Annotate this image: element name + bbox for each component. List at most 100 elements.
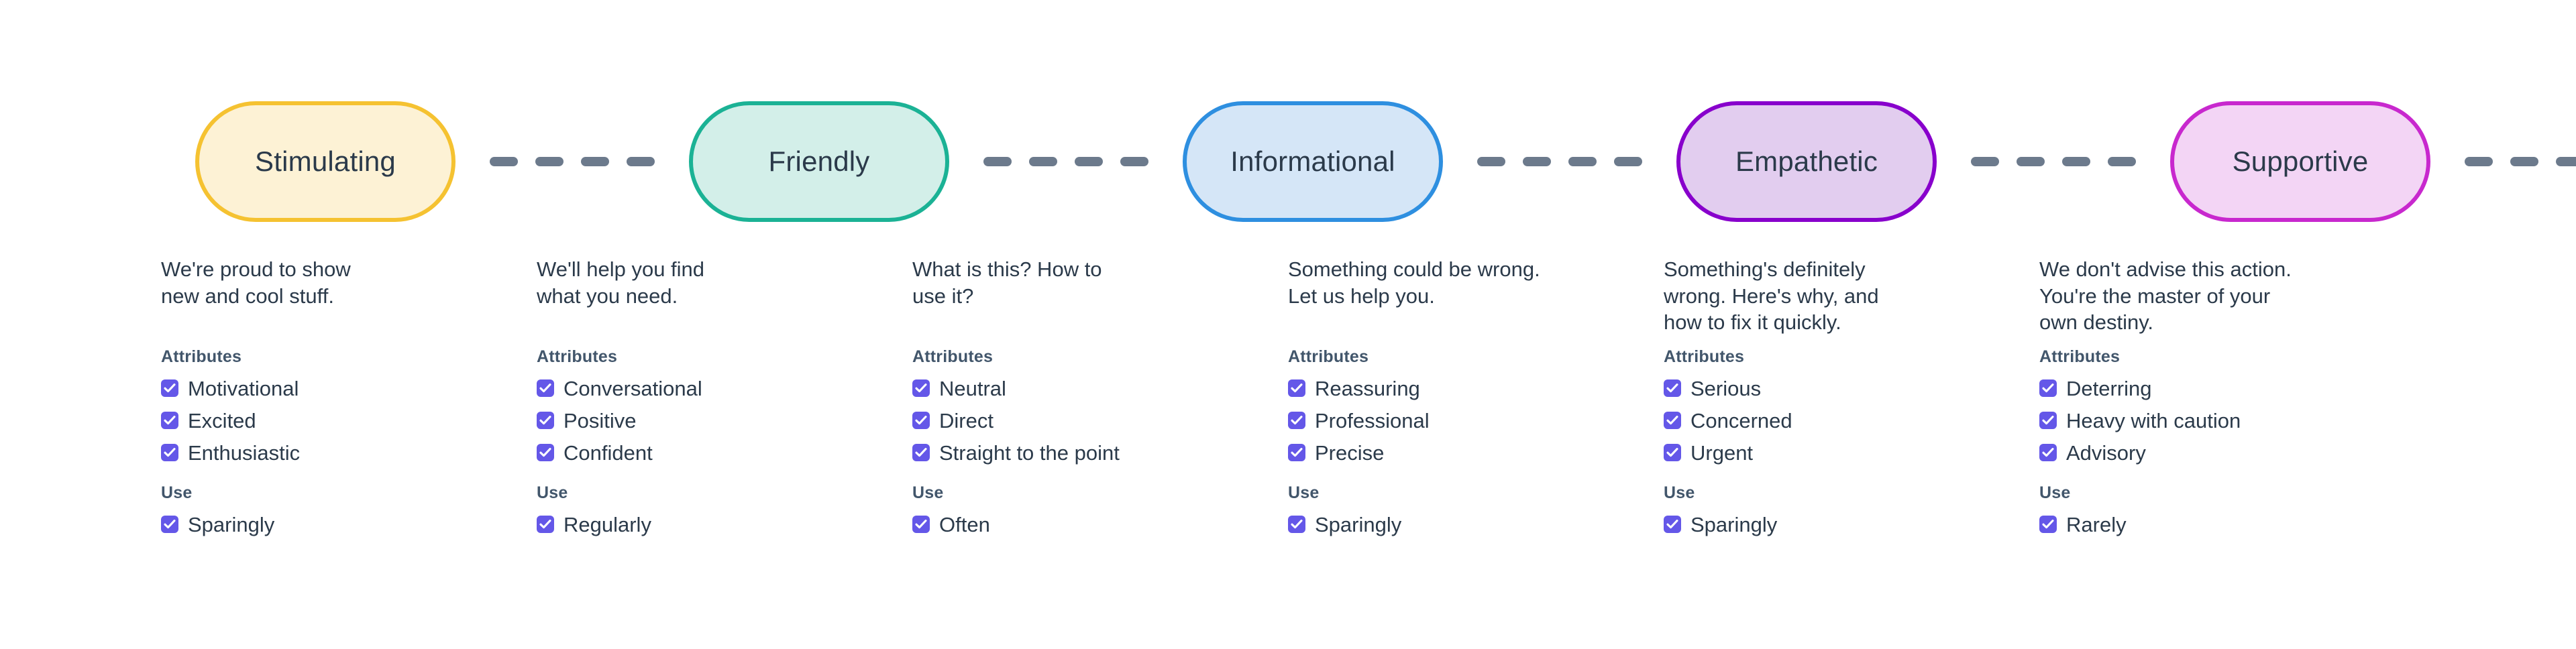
use-item[interactable]: Often — [912, 508, 1261, 540]
tone-pill-empathetic[interactable]: Empathetic — [1676, 101, 1937, 222]
checkbox-checked-icon[interactable] — [161, 412, 178, 429]
connector-dash — [1523, 157, 1551, 166]
connector-dash — [1120, 157, 1148, 166]
check-icon — [2042, 448, 2054, 457]
attributes-item[interactable]: Deterring — [2039, 372, 2388, 404]
tone-column-supportive: Something's definitely wrong. Here's why… — [1664, 256, 2039, 540]
check-icon — [539, 520, 551, 529]
connector-dash — [1568, 157, 1597, 166]
attributes-item[interactable]: Serious — [1664, 372, 2012, 404]
attributes-item[interactable]: Urgent — [1664, 436, 2012, 469]
checkbox-checked-icon[interactable] — [1664, 444, 1681, 461]
attributes-item-label: Neutral — [939, 376, 1006, 400]
use-item-label: Sparingly — [1690, 512, 1778, 536]
checkbox-checked-icon[interactable] — [1664, 379, 1681, 397]
use-item[interactable]: Regularly — [537, 508, 885, 540]
attributes-item[interactable]: Confident — [537, 436, 885, 469]
tone-description: We don't advise this action. You're the … — [2039, 257, 2292, 335]
check-icon — [2042, 416, 2054, 425]
checkbox-checked-icon[interactable] — [2039, 516, 2057, 533]
attributes-item[interactable]: Heavy with caution — [2039, 404, 2388, 436]
tone-connector-3 — [1477, 157, 1642, 166]
connector-dash — [627, 157, 655, 166]
attributes-item-label: Heavy with caution — [2066, 408, 2241, 432]
attributes-item-label: Excited — [188, 408, 256, 432]
check-icon — [1666, 416, 1678, 425]
checkbox-checked-icon[interactable] — [161, 516, 178, 533]
tone-description: Something could be wrong. Let us help yo… — [1288, 257, 1540, 308]
check-icon — [164, 416, 176, 425]
check-icon — [915, 520, 927, 529]
use-item[interactable]: Sparingly — [1664, 508, 2012, 540]
checkbox-checked-icon[interactable] — [2039, 412, 2057, 429]
tone-pill-row: Stimulating Friendly Informational Empathet… — [161, 99, 2576, 224]
attributes-item-label: Positive — [564, 408, 637, 432]
attributes-item[interactable]: Excited — [161, 404, 510, 436]
check-icon — [1666, 384, 1678, 393]
attributes-item[interactable]: Precise — [1288, 436, 1637, 469]
connector-dash — [535, 157, 564, 166]
checkbox-checked-icon[interactable] — [1288, 516, 1305, 533]
checkbox-checked-icon[interactable] — [1288, 412, 1305, 429]
use-item[interactable]: Sparingly — [1288, 508, 1637, 540]
use-item[interactable]: Rarely — [2039, 508, 2388, 540]
use-group-title: Use — [1288, 483, 1320, 502]
checkbox-checked-icon[interactable] — [161, 379, 178, 397]
check-icon — [539, 416, 551, 425]
connector-dash — [581, 157, 609, 166]
attributes-item[interactable]: Enthusiastic — [161, 436, 510, 469]
checkbox-checked-icon[interactable] — [537, 444, 554, 461]
tone-pill-informational[interactable]: Informational — [1183, 101, 1443, 222]
checkbox-checked-icon[interactable] — [2039, 444, 2057, 461]
attributes-item-label: Urgent — [1690, 440, 1754, 465]
checkbox-checked-icon[interactable] — [1664, 412, 1681, 429]
use-item[interactable]: Sparingly — [161, 508, 510, 540]
attributes-group-title: Attributes — [161, 347, 242, 366]
tone-pill-cell: Stimulating — [161, 101, 490, 222]
connector-dash — [2017, 157, 2045, 166]
attributes-item[interactable]: Direct — [912, 404, 1261, 436]
use-item-label: Sparingly — [1315, 512, 1402, 536]
attributes-item[interactable]: Conversational — [537, 372, 885, 404]
attributes-item[interactable]: Advisory — [2039, 436, 2388, 469]
connector-dash — [2108, 157, 2136, 166]
connector-dash — [1029, 157, 1057, 166]
tone-pill-cell: Empathetic — [1642, 101, 1971, 222]
attributes-item[interactable]: Motivational — [161, 372, 510, 404]
attributes-item[interactable]: Neutral — [912, 372, 1261, 404]
connector-dash — [2062, 157, 2090, 166]
tone-description: We're proud to show new and cool stuff. — [161, 257, 351, 308]
tone-pill-cell: Friendly — [655, 101, 983, 222]
checkbox-checked-icon[interactable] — [537, 516, 554, 533]
attributes-item-label: Serious — [1690, 376, 1762, 400]
checkbox-checked-icon[interactable] — [537, 412, 554, 429]
checkbox-checked-icon[interactable] — [912, 516, 930, 533]
tone-pill-friendly[interactable]: Friendly — [689, 101, 949, 222]
attributes-item-label: Reassuring — [1315, 376, 1420, 400]
check-icon — [915, 416, 927, 425]
connector-dash — [1971, 157, 1999, 166]
tone-pill-stimulating[interactable]: Stimulating — [195, 101, 455, 222]
attributes-item[interactable]: Reassuring — [1288, 372, 1637, 404]
checkbox-checked-icon[interactable] — [2039, 379, 2057, 397]
checkbox-checked-icon[interactable] — [1288, 379, 1305, 397]
checkbox-checked-icon[interactable] — [1288, 444, 1305, 461]
tone-pill-supportive[interactable]: Supportive — [2170, 101, 2430, 222]
checkbox-checked-icon[interactable] — [912, 379, 930, 397]
checkbox-checked-icon[interactable] — [912, 412, 930, 429]
checkbox-checked-icon[interactable] — [1664, 516, 1681, 533]
checkbox-checked-icon[interactable] — [912, 444, 930, 461]
checkbox-checked-icon[interactable] — [161, 444, 178, 461]
attributes-item[interactable]: Concerned — [1664, 404, 2012, 436]
attributes-item[interactable]: Straight to the point — [912, 436, 1261, 469]
attributes-item[interactable]: Professional — [1288, 404, 1637, 436]
checkbox-checked-icon[interactable] — [537, 379, 554, 397]
attributes-item[interactable]: Positive — [537, 404, 885, 436]
check-icon — [1291, 384, 1303, 393]
